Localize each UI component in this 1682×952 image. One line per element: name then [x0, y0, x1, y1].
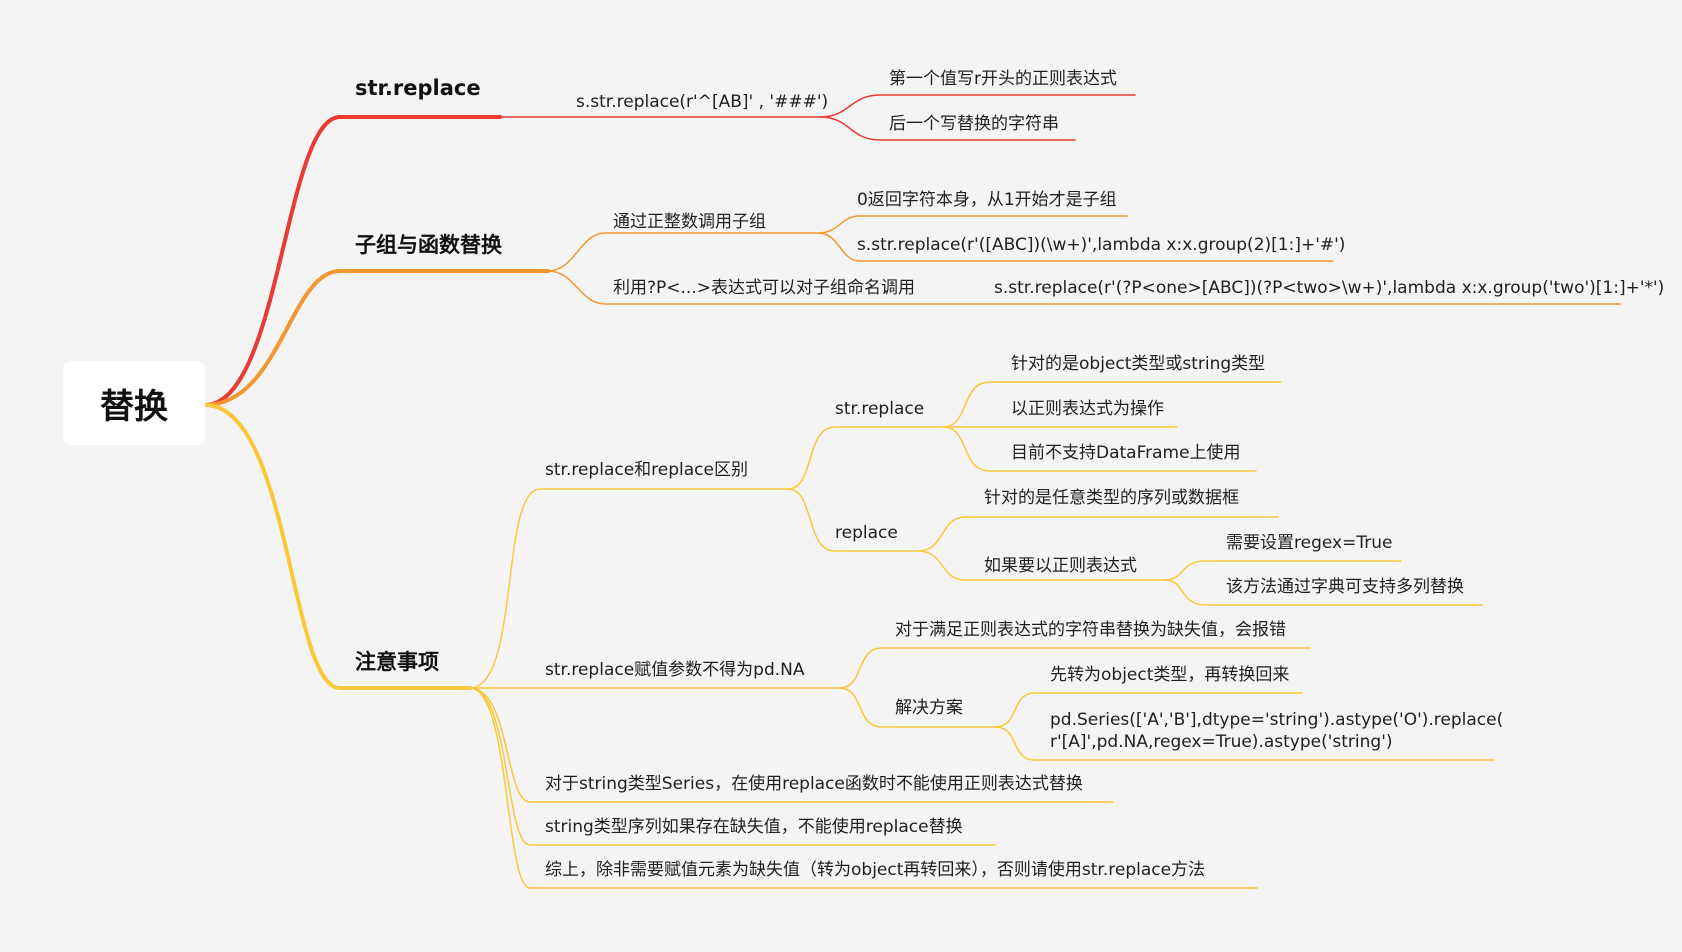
node-b3-diff[interactable]: str.replace和replace区别 — [545, 460, 748, 480]
node-subgroup-function[interactable]: 子组与函数替换 — [355, 233, 502, 257]
node-b3-rp1[interactable]: 针对的是任意类型的序列或数据框 — [984, 488, 1239, 508]
node-b3-sr1[interactable]: 针对的是object类型或string类型 — [1011, 354, 1266, 374]
node-b1-regex[interactable]: 第一个值写r开头的正则表达式 — [889, 69, 1117, 89]
node-b3-replace[interactable]: replace — [835, 523, 898, 543]
node-b3-na1[interactable]: 对于满足正则表达式的字符串替换为缺失值，会报错 — [895, 620, 1286, 640]
node-b3-str-replace[interactable]: str.replace — [835, 399, 925, 419]
node-b3-na2a[interactable]: 先转为object类型，再转换回来 — [1050, 665, 1290, 685]
node-b3-na[interactable]: str.replace赋值参数不得为pd.NA — [545, 660, 805, 680]
root-label: 替换 — [100, 386, 168, 427]
node-b2-int-call[interactable]: 通过正整数调用子组 — [613, 212, 766, 232]
node-b2-group0[interactable]: 0返回字符本身，从1开始才是子组 — [857, 190, 1117, 210]
node-b1-replacement[interactable]: 后一个写替换的字符串 — [889, 114, 1059, 134]
node-b3-s1[interactable]: 对于string类型Series，在使用replace函数时不能使用正则表达式替… — [545, 774, 1083, 794]
node-str-replace[interactable]: str.replace — [355, 76, 481, 100]
node-b3-sr2[interactable]: 以正则表达式为操作 — [1011, 399, 1164, 419]
node-b1-code[interactable]: s.str.replace(r'^[AB]' , '###') — [576, 92, 829, 112]
node-b3-solution[interactable]: 解决方案 — [895, 698, 963, 718]
root-node[interactable]: 替换 — [63, 361, 205, 445]
node-b3-rp2[interactable]: 如果要以正则表达式 — [984, 556, 1137, 576]
node-b3-rp2a[interactable]: 需要设置regex=True — [1226, 533, 1393, 553]
node-b2-lambda-named[interactable]: s.str.replace(r'(?P<one>[ABC])(?P<two>\w… — [994, 278, 1665, 298]
node-b3-s2[interactable]: string类型序列如果存在缺失值，不能使用replace替换 — [545, 817, 963, 837]
node-b2-named-call[interactable]: 利用?P<...>表达式可以对子组命名调用 — [613, 278, 915, 298]
node-b3-rp2b[interactable]: 该方法通过字典可支持多列替换 — [1226, 577, 1464, 597]
node-b3-sr3[interactable]: 目前不支持DataFrame上使用 — [1011, 443, 1241, 463]
node-b3-s3[interactable]: 综上，除非需要赋值元素为缺失值（转为object再转回来），否则请使用str.r… — [545, 860, 1206, 880]
node-b3-na2b[interactable]: pd.Series(['A','B'],dtype='string').asty… — [1050, 710, 1504, 752]
node-b2-lambda-int[interactable]: s.str.replace(r'([ABC])(\w+)',lambda x:x… — [857, 235, 1346, 255]
node-notes[interactable]: 注意事项 — [355, 650, 439, 674]
